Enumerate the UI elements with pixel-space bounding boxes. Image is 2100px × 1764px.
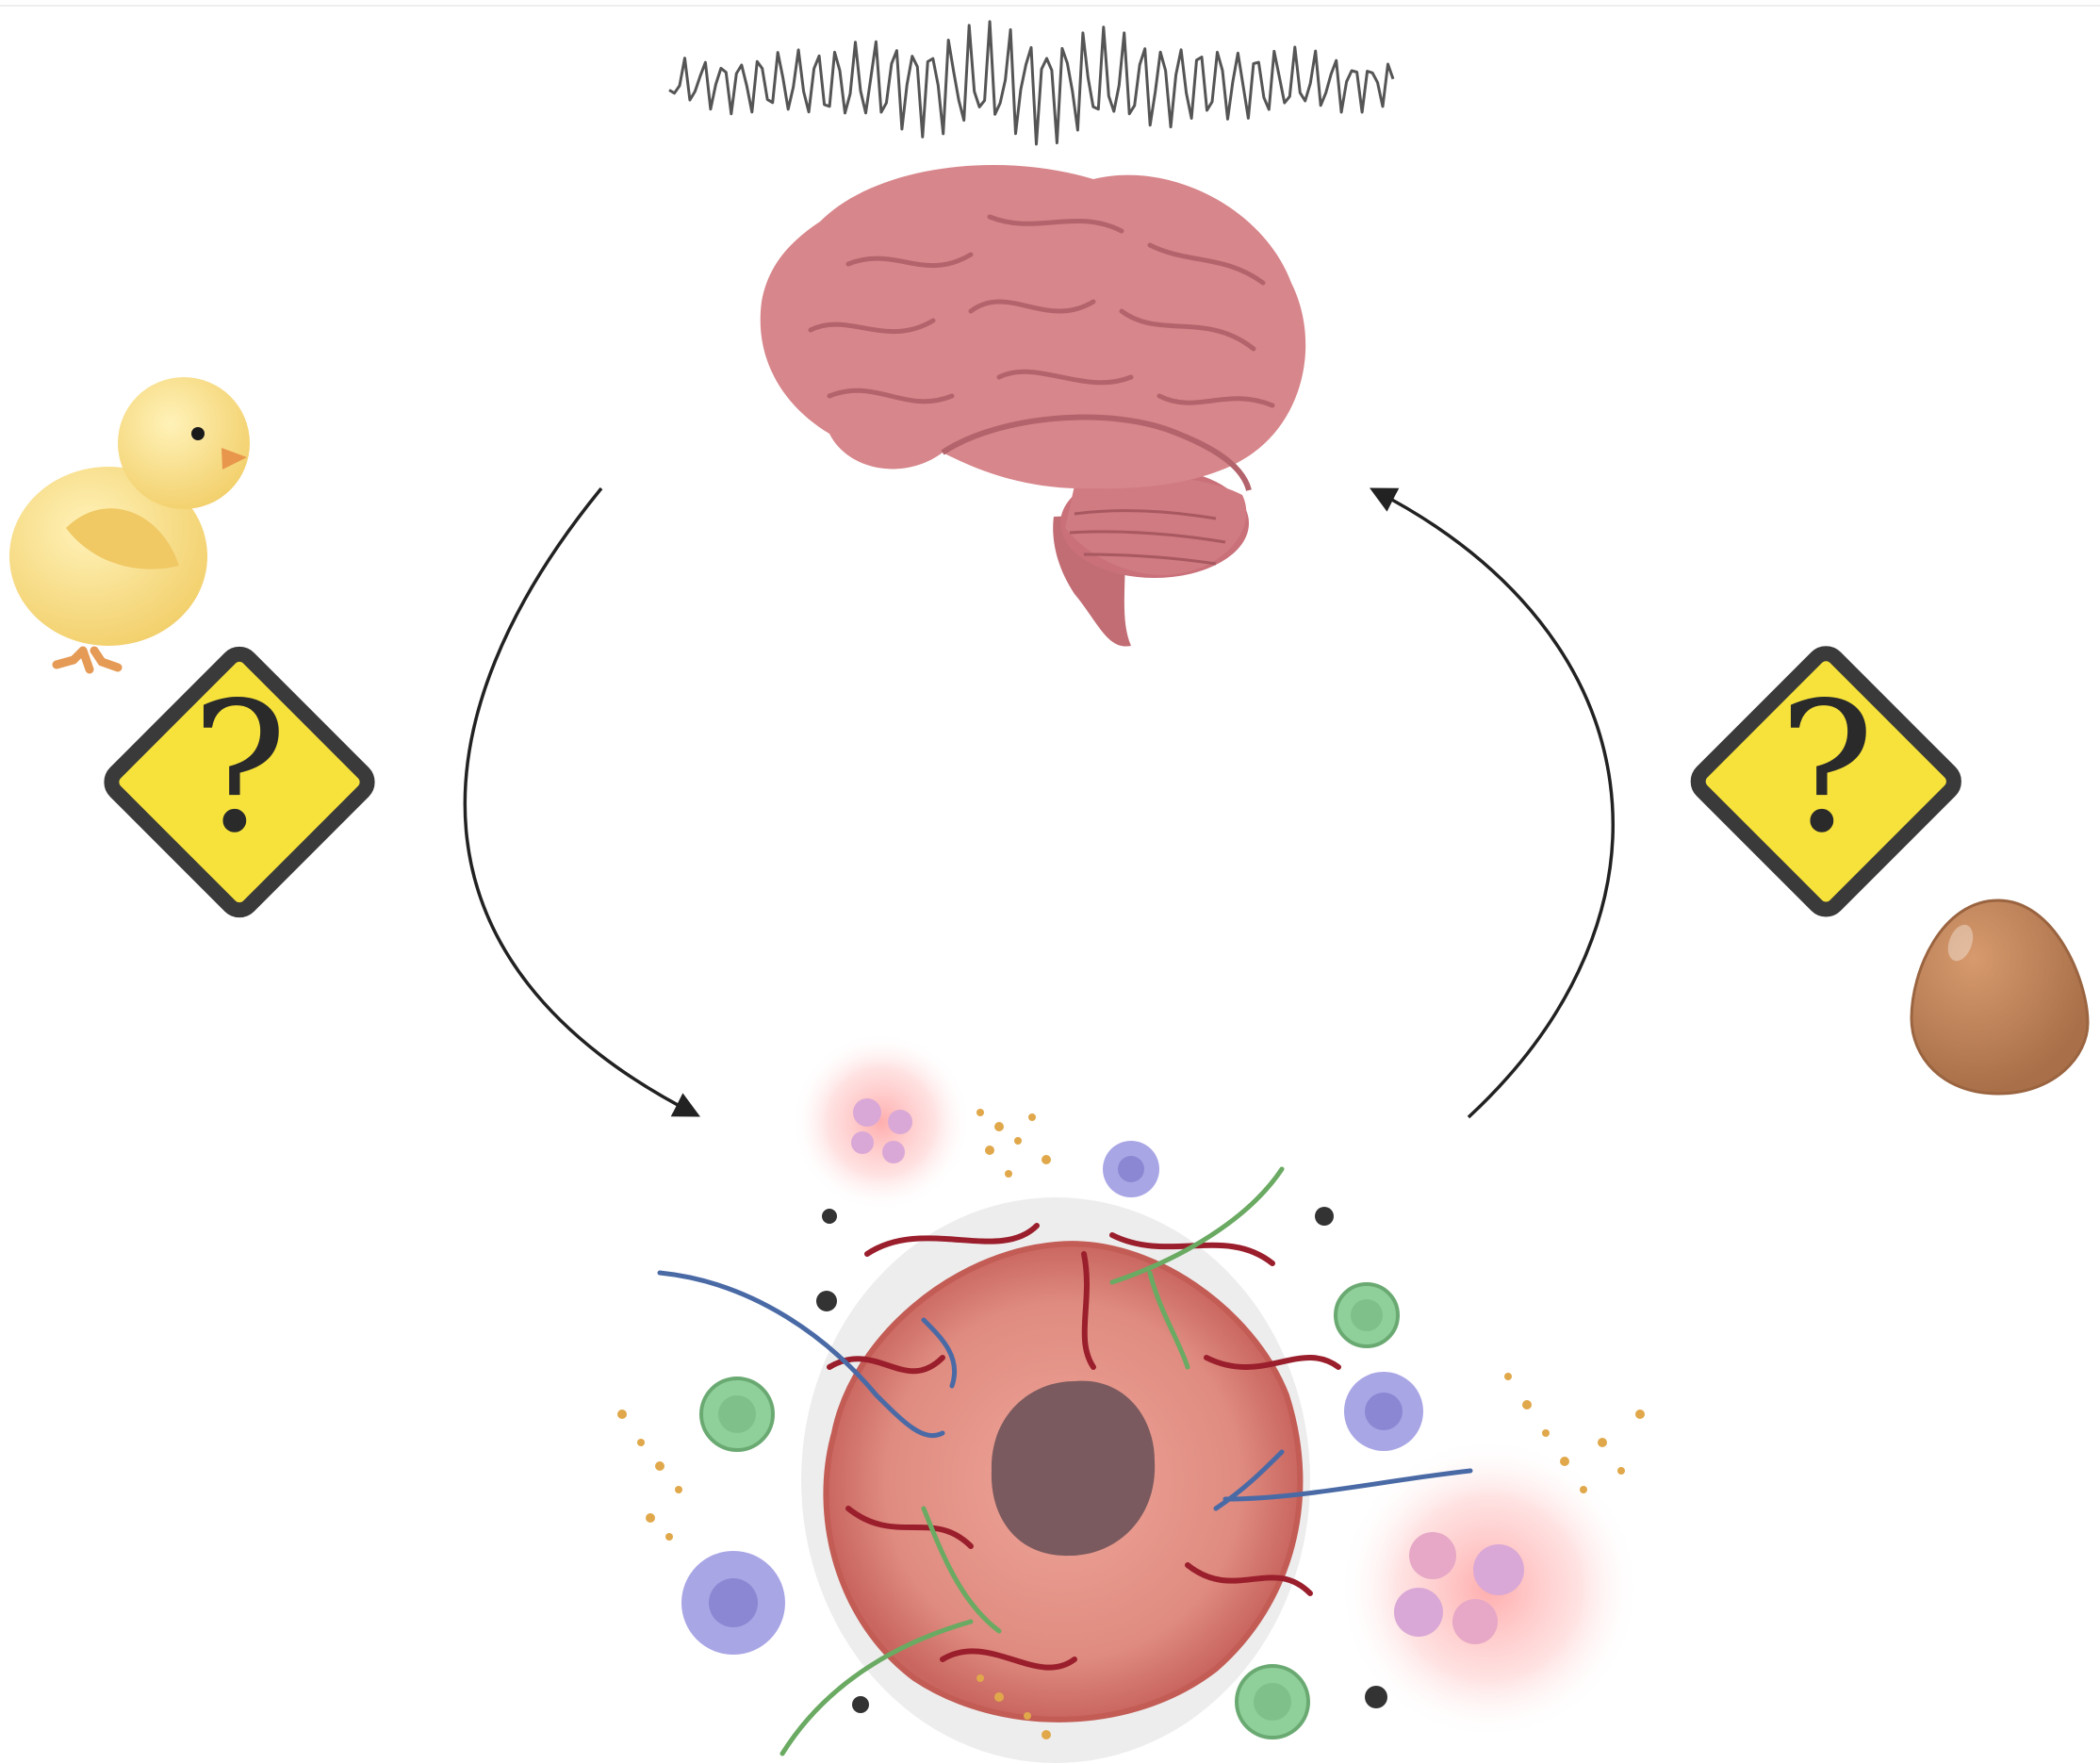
egg-icon	[1910, 898, 2090, 1096]
arrow-tumor-to-brain	[1370, 487, 1615, 1119]
warning-sign-right: ?	[1690, 646, 1961, 917]
tumor-microenvironment-icon	[617, 1032, 1645, 1763]
brain-icon	[760, 165, 1306, 647]
chick-icon	[9, 377, 250, 674]
eeg-wave-icon	[668, 20, 1395, 146]
warning-symbol-right: ?	[1779, 664, 1875, 872]
warning-symbol-left: ?	[191, 664, 287, 872]
arrow-brain-to-tumor	[463, 486, 700, 1117]
warning-sign-left: ?	[104, 646, 375, 918]
